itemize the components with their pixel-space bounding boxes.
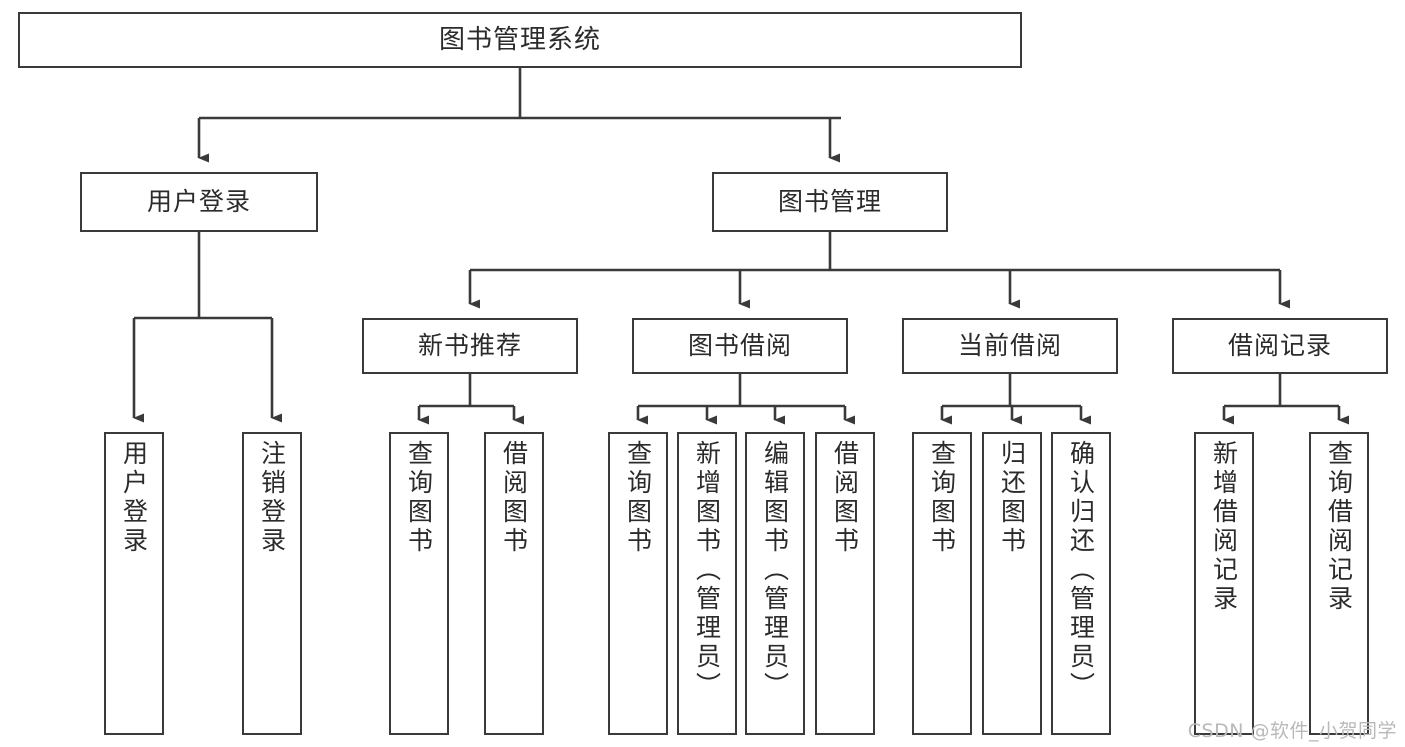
node-new-book-recommend[interactable]: 新书推荐	[362, 318, 578, 374]
node-book-manage[interactable]: 图书管理	[712, 172, 948, 232]
node-leaf-borrow-book-b-label: 借阅图书	[830, 440, 860, 556]
node-leaf-add-book-label: 新增图书（管理员）	[692, 440, 722, 701]
node-leaf-add-record[interactable]: 新增借阅记录	[1194, 432, 1254, 735]
node-leaf-borrow-book-b[interactable]: 借阅图书	[815, 432, 875, 735]
node-leaf-user-login[interactable]: 用户登录	[104, 432, 164, 735]
node-book-borrow-label: 图书借阅	[687, 331, 792, 361]
node-leaf-query-record[interactable]: 查询借阅记录	[1309, 432, 1369, 735]
node-leaf-borrow-book-a-label: 借阅图书	[499, 440, 529, 556]
node-leaf-logout[interactable]: 注销登录	[242, 432, 302, 735]
node-book-borrow[interactable]: 图书借阅	[632, 318, 848, 374]
node-current-borrow[interactable]: 当前借阅	[902, 318, 1118, 374]
node-root-label: 图书管理系统	[438, 24, 601, 55]
node-leaf-query-book-c[interactable]: 查询图书	[912, 432, 972, 735]
node-leaf-query-book-a-label: 查询图书	[404, 440, 434, 556]
node-borrow-record-label: 借阅记录	[1227, 331, 1332, 361]
node-leaf-return-book-label: 归还图书	[997, 440, 1027, 556]
node-leaf-query-book-c-label: 查询图书	[927, 440, 957, 556]
node-leaf-query-record-label: 查询借阅记录	[1324, 440, 1354, 614]
node-user-login[interactable]: 用户登录	[80, 172, 318, 232]
node-leaf-return-book[interactable]: 归还图书	[982, 432, 1042, 735]
node-leaf-add-record-label: 新增借阅记录	[1209, 440, 1239, 614]
node-leaf-logout-label: 注销登录	[257, 440, 287, 556]
watermark-text: CSDN @软件_小贺同学	[1187, 720, 1397, 742]
node-new-book-recommend-label: 新书推荐	[417, 331, 522, 361]
node-root[interactable]: 图书管理系统	[18, 12, 1022, 68]
node-leaf-borrow-book-a[interactable]: 借阅图书	[484, 432, 544, 735]
node-leaf-edit-book-label: 编辑图书（管理员）	[760, 440, 790, 701]
node-leaf-confirm-return-label: 确认归还（管理员）	[1066, 440, 1096, 701]
node-leaf-user-login-label: 用户登录	[119, 440, 149, 556]
node-current-borrow-label: 当前借阅	[957, 331, 1062, 361]
node-borrow-record[interactable]: 借阅记录	[1172, 318, 1388, 374]
node-leaf-query-book-a[interactable]: 查询图书	[389, 432, 449, 735]
node-leaf-edit-book[interactable]: 编辑图书（管理员）	[745, 432, 805, 735]
node-leaf-query-book-b-label: 查询图书	[623, 440, 653, 556]
node-leaf-add-book[interactable]: 新增图书（管理员）	[677, 432, 737, 735]
node-user-login-label: 用户登录	[146, 187, 251, 217]
node-book-manage-label: 图书管理	[777, 187, 882, 217]
node-leaf-confirm-return[interactable]: 确认归还（管理员）	[1051, 432, 1111, 735]
node-leaf-query-book-b[interactable]: 查询图书	[608, 432, 668, 735]
